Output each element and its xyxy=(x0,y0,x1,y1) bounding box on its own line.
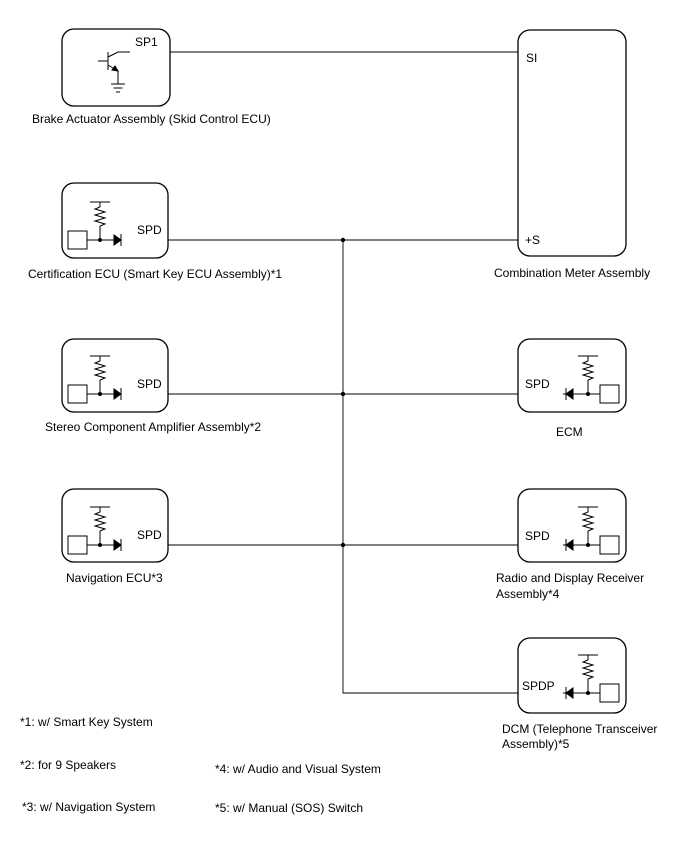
footnote-4: *4: w/ Audio and Visual System xyxy=(215,762,381,776)
component-box xyxy=(517,488,627,563)
pullup-diode-circuit xyxy=(67,506,122,555)
pullup-diode-circuit xyxy=(563,654,620,703)
component-label-combo: Combination Meter Assembly xyxy=(494,266,650,280)
pin-label-spd: SPD xyxy=(137,377,162,391)
component-box xyxy=(517,637,627,714)
pin-label-spd: SPD xyxy=(137,528,162,542)
pin-label-s: +S xyxy=(525,233,540,247)
component-box xyxy=(61,488,169,563)
pullup-diode-circuit xyxy=(67,355,122,404)
pin-label-si: SI xyxy=(526,51,537,65)
component-label-ecm: ECM xyxy=(556,425,583,439)
pullup-diode-circuit xyxy=(563,506,620,555)
component-label-cert: Certification ECU (Smart Key ECU Assembl… xyxy=(28,267,282,281)
component-box xyxy=(517,29,627,257)
certification-ecu: SPD Certification ECU (Smart Key ECU Ass… xyxy=(28,182,282,281)
footnote-1: *1: w/ Smart Key System xyxy=(20,715,153,729)
component-label-brake: Brake Actuator Assembly (Skid Control EC… xyxy=(32,112,271,126)
component-box xyxy=(61,182,169,259)
wire-bus-vertical xyxy=(342,240,563,694)
component-label-dcm: DCM (Telephone Transceiver xyxy=(502,722,657,736)
junction-dot xyxy=(340,391,346,397)
pin-label-spdp: SPDP xyxy=(522,679,555,693)
navigation-ecu: SPD Navigation ECU*3 xyxy=(61,488,169,585)
radio-display-receiver: SPD Radio and Display Receiver Assembly*… xyxy=(496,488,644,601)
pullup-diode-circuit xyxy=(563,355,620,404)
footnote-2: *2: for 9 Speakers xyxy=(20,758,116,772)
brake-actuator-ecu: SP1 Brake Actuator Assembly (Skid Contro… xyxy=(32,28,271,126)
junction-dot xyxy=(340,237,346,243)
footnote-5: *5: w/ Manual (SOS) Switch xyxy=(215,801,363,815)
pin-label-spd: SPD xyxy=(525,529,550,543)
junction-dot xyxy=(340,542,346,548)
combination-meter: SI +S Combination Meter Assembly xyxy=(494,29,650,280)
component-label-dcm-2: Assembly)*5 xyxy=(502,737,570,751)
transistor-symbol xyxy=(98,51,130,93)
stereo-amplifier: SPD Stereo Component Amplifier Assembly*… xyxy=(45,338,261,434)
footnote-3: *3: w/ Navigation System xyxy=(22,800,155,814)
pin-label-spd: SPD xyxy=(137,223,162,237)
component-label-stereo: Stereo Component Amplifier Assembly*2 xyxy=(45,420,261,434)
component-box xyxy=(61,338,169,413)
component-label-radio-2: Assembly*4 xyxy=(496,587,560,601)
component-label-nav: Navigation ECU*3 xyxy=(66,571,163,585)
pin-label-spd: SPD xyxy=(525,377,550,391)
dcm-telephone-transceiver: SPDP DCM (Telephone Transceiver Assembly… xyxy=(502,637,657,751)
pin-label-sp1: SP1 xyxy=(135,35,158,49)
component-box xyxy=(517,338,627,413)
ecm: SPD ECM xyxy=(517,338,627,439)
pullup-diode-circuit xyxy=(67,201,122,250)
component-label-radio: Radio and Display Receiver xyxy=(496,571,644,585)
